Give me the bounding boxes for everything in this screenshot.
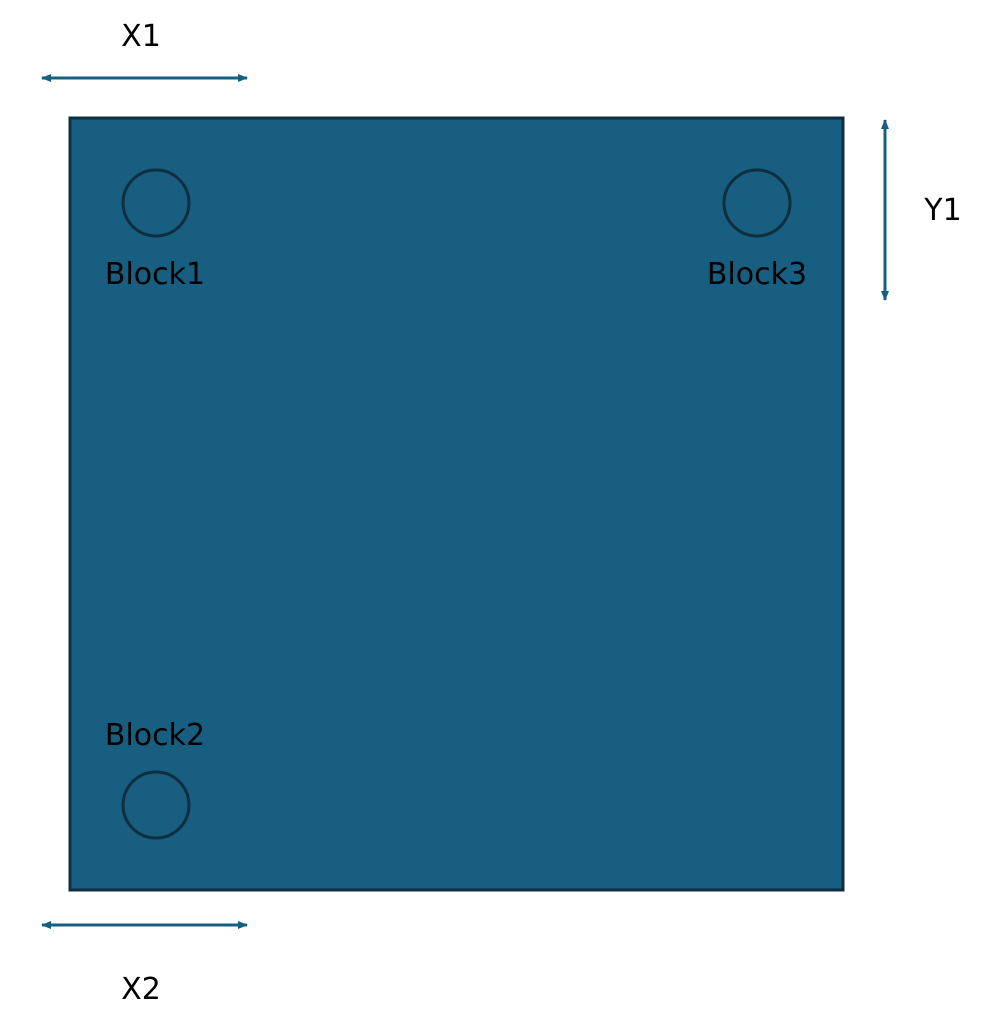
block1-hole bbox=[121, 168, 191, 238]
plate bbox=[68, 116, 845, 892]
x2-label: X2 bbox=[121, 972, 161, 1007]
y1-label: Y1 bbox=[923, 193, 961, 228]
block1-label: Block1 bbox=[105, 257, 205, 292]
x1-label: X1 bbox=[121, 19, 161, 54]
block3-hole bbox=[722, 168, 792, 238]
block2-label: Block2 bbox=[105, 718, 205, 753]
block3-label: Block3 bbox=[707, 257, 807, 292]
block2-hole bbox=[121, 770, 191, 840]
